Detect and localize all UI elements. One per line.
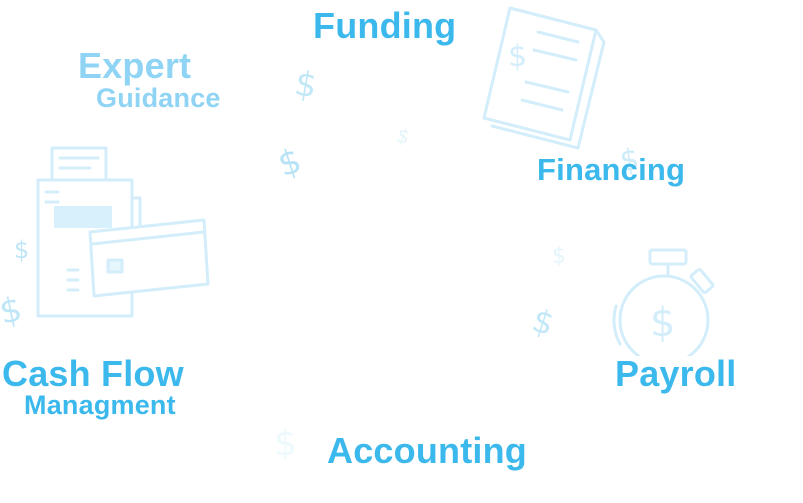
svg-text:$: $ — [508, 39, 527, 74]
label-expert: Expert — [78, 45, 192, 86]
dollar-icon: $ — [393, 122, 414, 150]
label-financing: Financing — [537, 152, 686, 187]
label-accounting: Accounting — [327, 430, 527, 471]
stopwatch-dollar-icon: $ — [612, 248, 715, 356]
label-managment: Managment — [24, 390, 176, 420]
label-payroll: Payroll — [615, 353, 737, 394]
label-funding: Funding — [313, 5, 457, 46]
dollar-icon: $ — [274, 423, 297, 464]
document-dollar-icon: $ — [482, 6, 606, 150]
label-cash-flow: Cash Flow — [2, 353, 184, 394]
label-guidance: Guidance — [96, 83, 221, 113]
dollar-icon: $ — [527, 300, 559, 344]
pos-terminal-card-icon — [36, 146, 210, 318]
svg-text:$: $ — [650, 300, 675, 346]
dollar-icon: $ — [14, 236, 30, 264]
dollar-icon: $ — [273, 140, 307, 186]
dollar-icon: $ — [291, 63, 320, 107]
dollar-icon: $ — [0, 289, 26, 333]
dollar-icon: $ — [552, 244, 566, 269]
